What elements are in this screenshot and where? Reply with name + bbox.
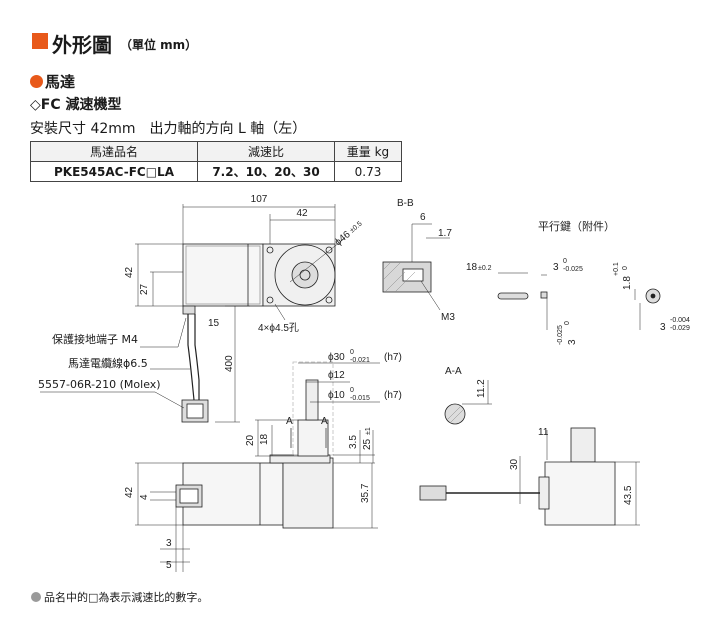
dim-30: 30 xyxy=(509,458,520,470)
phi10-fit: (h7) xyxy=(384,390,402,401)
spec-line: 安裝尺寸 42mm 出力軸的方向 L 軸（左） xyxy=(30,121,307,137)
key18v-tol-bottom: 0 xyxy=(622,266,629,270)
motor-end-view xyxy=(419,427,616,526)
dim-42-top: 42 xyxy=(296,208,308,219)
cable-assembly xyxy=(181,314,209,423)
phi12-label: ϕ12 xyxy=(328,370,345,381)
aa-section-view xyxy=(444,403,466,425)
table-header-row: 馬達品名 減速比 重量 kg xyxy=(30,141,402,162)
header-model: 馬達品名 xyxy=(30,141,198,162)
dim-5: 5 xyxy=(166,560,172,571)
phi30-fit: (h7) xyxy=(384,352,402,363)
footnote: 品名中的□為表示減速比的數字。 xyxy=(44,591,209,604)
dim-42-left: 42 xyxy=(124,266,135,278)
page-title: 外形圖 xyxy=(52,33,112,57)
key3r-tol-top: -0.004 xyxy=(670,317,690,324)
ground-terminal-label: 保護接地端子 M4 xyxy=(52,333,138,346)
phi30-tol-top: 0 xyxy=(350,349,354,356)
key3r-tol-bottom: -0.029 xyxy=(670,325,690,332)
dim-42-bottom: 42 xyxy=(124,486,135,498)
dim-11: 11 xyxy=(538,427,549,438)
dim-25-tol: ±1 xyxy=(365,427,372,435)
section-aa-title: A-A xyxy=(445,366,462,377)
dim-1-7: 1.7 xyxy=(438,228,452,239)
phi10-label: ϕ10 xyxy=(328,390,345,401)
dim-43-5: 43.5 xyxy=(623,485,634,505)
connector-label: 5557-06R-210 (Molex) xyxy=(38,378,161,391)
dim-6: 6 xyxy=(420,212,426,223)
dim-4: 4 xyxy=(139,494,150,500)
phi10-tol-top: 0 xyxy=(350,387,354,394)
cell-model: PKE545AC-FC□LA xyxy=(30,161,198,182)
key3-tol-top-b: 0 xyxy=(564,321,571,325)
cable-label: 馬達電纜線ϕ6.5 xyxy=(68,357,148,370)
dim-27: 27 xyxy=(139,283,150,295)
key18-tol: ±0.2 xyxy=(478,265,492,272)
cell-ratio: 7.2、10、20、30 xyxy=(197,161,335,182)
motor-front-view xyxy=(175,361,334,529)
dim-25: 25 xyxy=(362,438,373,450)
dim-3-5: 3.5 xyxy=(348,435,359,449)
dim-15: 15 xyxy=(208,318,220,329)
cell-weight: 0.73 xyxy=(334,161,402,182)
dim-3: 3 xyxy=(166,538,172,549)
bb-section-view xyxy=(382,261,432,293)
key3-tol-top-a: 0 xyxy=(563,258,567,265)
spec-table: 馬達品名 減速比 重量 kg PKE545AC-FC□LA 7.2、10、20、… xyxy=(30,141,402,182)
holes-label: 4×ϕ4.5孔 xyxy=(258,322,299,334)
dim-3-key-top: 3 xyxy=(553,262,559,273)
key18v-tol-top: +0.1 xyxy=(613,262,620,276)
section-subtitle: ◇FC 減速機型 xyxy=(30,97,122,113)
dim-11-2: 11.2 xyxy=(476,379,487,398)
section-bb-title: B-B xyxy=(397,198,414,209)
motor-side-view xyxy=(182,243,336,315)
key3-tol-bottom-a: -0.025 xyxy=(563,266,583,273)
section-title: 馬達 xyxy=(45,73,76,91)
dim-20: 20 xyxy=(245,434,256,446)
dim-3-key-side: 3 xyxy=(567,339,578,345)
dim-1-8: 1.8 xyxy=(622,276,633,290)
phi46-tol: ±0.5 xyxy=(349,220,364,234)
table-row: PKE545AC-FC□LA 7.2、10、20、30 0.73 xyxy=(30,161,402,182)
key3-tol-bottom-b: -0.025 xyxy=(557,325,564,345)
dim-3-key-right: 3 xyxy=(660,322,666,333)
dim-18: 18 xyxy=(259,433,270,445)
phi30-tol-bottom: -0.021 xyxy=(350,357,370,364)
section-dot-icon xyxy=(30,75,43,88)
section-a-right: A xyxy=(321,416,328,427)
phi10-tol-bottom: -0.015 xyxy=(350,395,370,402)
unit-label: （單位 mm） xyxy=(120,38,198,52)
parallel-key-view xyxy=(497,288,661,304)
dim-18-key: 18 xyxy=(466,262,478,273)
dim-107: 107 xyxy=(251,194,268,205)
header-weight: 重量 kg xyxy=(334,141,402,162)
header-square xyxy=(32,33,48,49)
dim-400: 400 xyxy=(224,355,235,372)
footnote-dot-icon xyxy=(31,592,41,602)
m3-label: M3 xyxy=(441,312,455,323)
phi30-label: ϕ30 xyxy=(328,352,345,363)
dim-35-7: 35.7 xyxy=(360,483,371,503)
section-a-left: A xyxy=(286,416,293,427)
key-title: 平行鍵（附件） xyxy=(538,219,615,233)
